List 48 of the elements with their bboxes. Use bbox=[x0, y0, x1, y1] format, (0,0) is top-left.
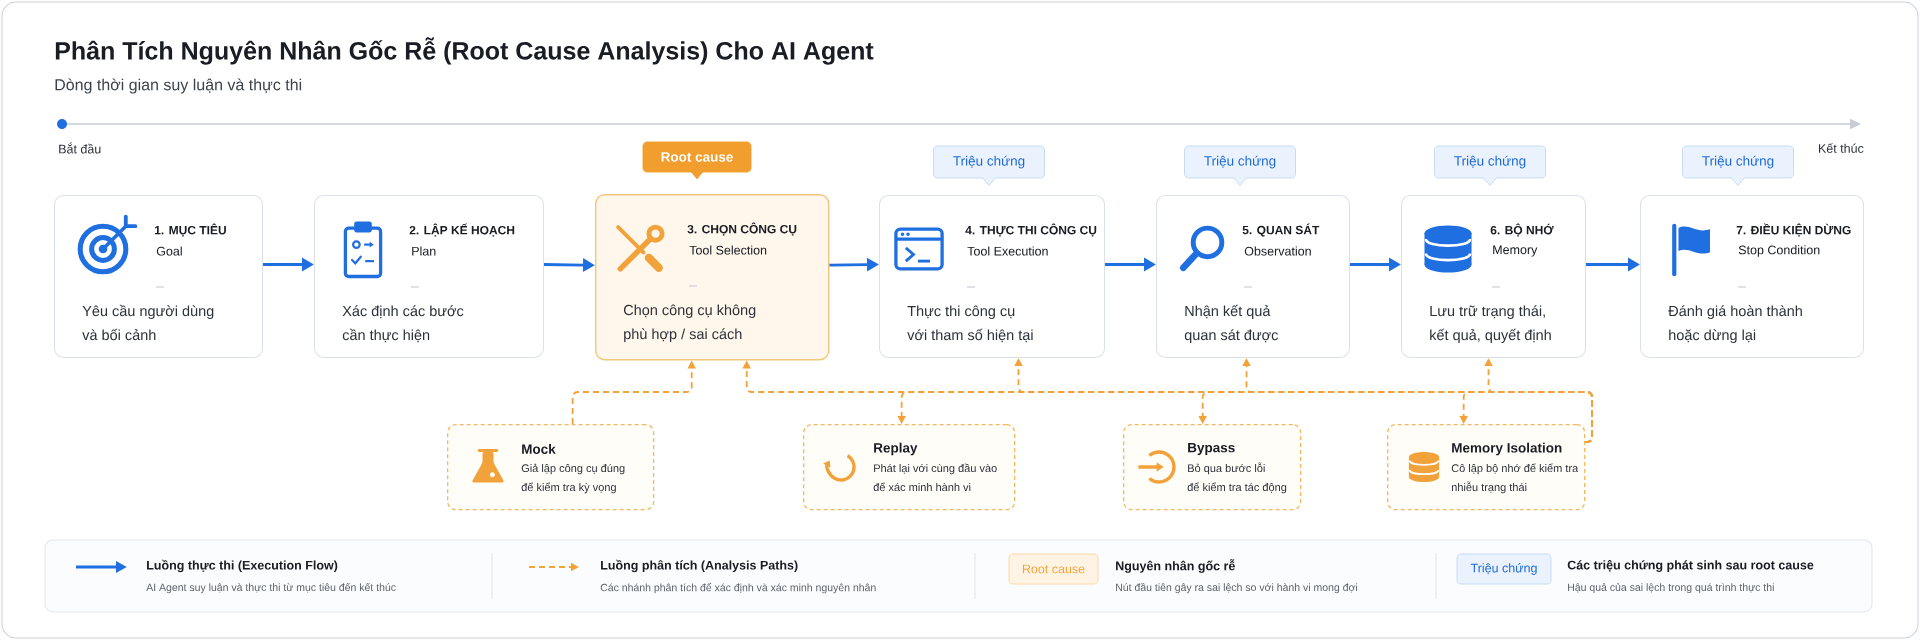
timeline-label: Bắt đầu bbox=[59, 142, 101, 154]
heading: 6. BỘ NHỚ bbox=[1490, 223, 1554, 237]
description: Cô lập bộ nhớ để kiểm tra nhiễu trạng thái bbox=[1451, 463, 1579, 494]
description: Nhận kết quả quan sát được bbox=[1184, 304, 1278, 343]
description: Bỏ qua bước lỗi để kiểm tra tác động bbox=[1187, 462, 1287, 494]
description: Giả lập công cụ đúng để kiểm tra kỳ vọng bbox=[521, 463, 625, 494]
subheading: Plan bbox=[412, 246, 436, 256]
heading: Memory Isolation bbox=[1452, 442, 1562, 456]
description: Xác định các bước cần thực hiện bbox=[342, 305, 464, 343]
legend-description: Các nhánh phân tích để xác định và xác minh nguyên nhân bbox=[600, 582, 876, 594]
heading: Replay bbox=[874, 442, 918, 456]
legend-description: Nút đầu tiên gây ra sai lệch so với hành vi mong đợi bbox=[1116, 582, 1358, 594]
callout-badge: Root cause bbox=[642, 141, 752, 180]
legend-description: AI Agent suy luận và thực thi từ mục tiêu đến kết thúc bbox=[146, 582, 396, 594]
subheading: Observation bbox=[1244, 246, 1311, 256]
legend-title: Luồng thực thi (Execution Flow) bbox=[147, 559, 338, 573]
heading: 3. CHỌN CÔNG CỤ bbox=[687, 222, 797, 236]
callout-badge: Triệu chứng bbox=[1184, 145, 1296, 186]
description: Thực thi công cụ với tham số hiện tại bbox=[907, 305, 1033, 343]
description: Yêu cầu người dùng và bối cảnh bbox=[82, 304, 214, 341]
callout-badge: Triệu chứng bbox=[1682, 145, 1794, 186]
subheading: Memory bbox=[1493, 245, 1538, 257]
title: Phân Tích Nguyên Nhân Gốc Rễ (Root Cause Analysis) Cho AI Agent bbox=[55, 37, 874, 65]
description: Lưu trữ trạng thái, kết quả, quyết định bbox=[1430, 305, 1551, 343]
heading: Bypass bbox=[1188, 442, 1235, 456]
subheading: Stop Condition bbox=[1738, 245, 1820, 257]
heading: 5. QUAN SÁT bbox=[1242, 223, 1320, 237]
subheading: Goal bbox=[156, 246, 182, 256]
timeline-label: Kết thúc bbox=[1819, 143, 1864, 153]
heading: 4. THỰC THI CÔNG CỤ bbox=[965, 223, 1097, 237]
legend-title: Các triệu chứng phát sinh sau root cause bbox=[1567, 560, 1814, 572]
badge: Triệu chứng bbox=[1456, 553, 1552, 585]
description: Phát lại với cùng đầu vào để xác minh hành vi bbox=[873, 463, 997, 492]
heading: 1. MỤC TIÊU bbox=[154, 223, 226, 237]
callout-badge: Triệu chứng bbox=[933, 145, 1045, 186]
callout-badge: Triệu chứng bbox=[1434, 145, 1546, 186]
description: Chọn công cụ không phù hợp / sai cách bbox=[623, 304, 756, 342]
heading: 7. ĐIỀU KIỆN DỪNG bbox=[1736, 223, 1851, 237]
subheading: Tool Execution bbox=[967, 246, 1048, 256]
subtitle: Dòng thời gian suy luận và thực thi bbox=[55, 78, 302, 94]
legend-description: Hậu quả của sai lệch trong quá trình thực thi bbox=[1568, 582, 1774, 594]
legend-title: Nguyên nhân gốc rễ bbox=[1116, 559, 1235, 573]
legend-title: Luồng phân tích (Analysis Paths) bbox=[601, 559, 798, 573]
heading: Mock bbox=[522, 444, 556, 454]
badge: Root cause bbox=[1008, 553, 1099, 585]
description: Đánh giá hoàn thành hoặc dừng lại bbox=[1668, 305, 1802, 343]
subheading: Tool Selection bbox=[689, 245, 767, 255]
heading: 2. LẬP KẾ HOẠCH bbox=[409, 223, 515, 237]
